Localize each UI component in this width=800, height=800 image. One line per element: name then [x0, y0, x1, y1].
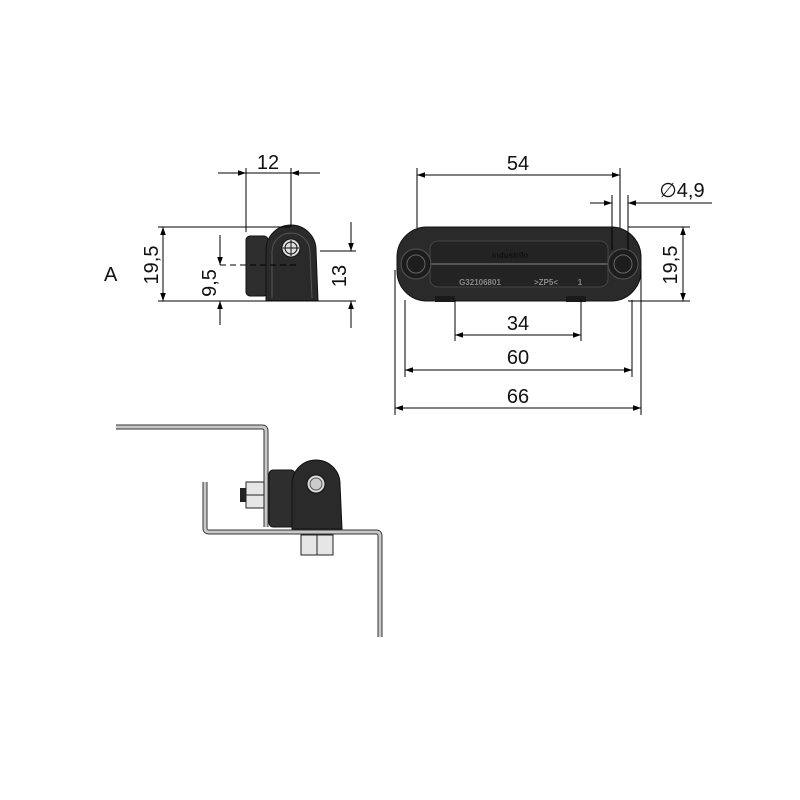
assembly-view — [116, 424, 383, 637]
cavity-mark: 1 — [578, 278, 583, 287]
side-dimensions — [158, 168, 356, 328]
dim-height: 19,5 — [141, 246, 163, 285]
hinge-body — [291, 459, 343, 530]
dim-mount: 60 — [507, 347, 529, 369]
dim-body-height: 13 — [329, 265, 351, 287]
part-number: G32106801 — [459, 278, 501, 287]
brand-text: industrilo — [492, 251, 529, 260]
side-view: 12 19,5 9,5 13 — [141, 152, 356, 328]
dim-overall: 66 — [507, 386, 529, 408]
dim-width: 12 — [257, 152, 279, 174]
material-mark: >ZP5< — [534, 278, 558, 287]
front-dimensions — [394, 168, 712, 415]
upper-bracket — [116, 425, 268, 527]
dim-axis: 9,5 — [199, 269, 221, 297]
front-part: industrilo G32106801 >ZP5< 1 — [396, 226, 642, 302]
dim-hole: ∅4,9 — [659, 180, 704, 202]
side-part — [245, 224, 319, 302]
dim-front-height: 19,5 — [660, 246, 682, 285]
dim-inner: 34 — [507, 313, 529, 335]
dim-length: 54 — [507, 153, 529, 175]
front-view: industrilo G32106801 >ZP5< 1 54 ∅4,9 19,… — [394, 153, 712, 415]
bolt-stub — [240, 488, 246, 502]
view-label: A — [104, 264, 118, 286]
lower-bracket — [203, 482, 382, 637]
